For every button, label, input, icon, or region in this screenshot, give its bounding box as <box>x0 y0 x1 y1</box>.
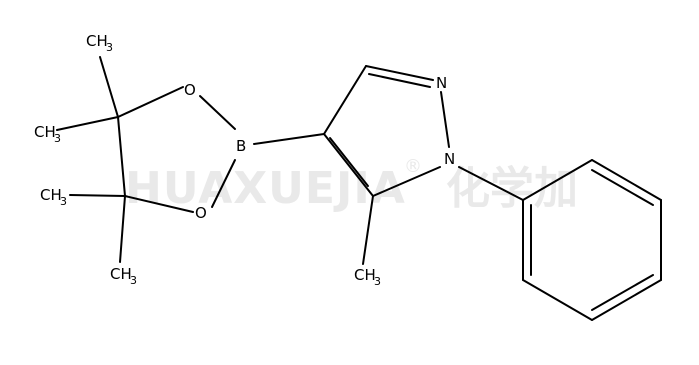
methyl-labels: CH 3 CH 3 CH 3 CH 3 CH 3 <box>34 32 381 288</box>
atom-o-top: O <box>184 81 196 99</box>
bond-c-o-bottom <box>124 195 194 213</box>
atom-boron: B <box>236 137 246 155</box>
svg-text:CH: CH <box>354 266 376 284</box>
pinacol-ring-bonds <box>117 86 236 213</box>
atom-n2: N <box>436 74 447 92</box>
bond-c-c-ring <box>117 116 126 197</box>
methyl-label-lower-left: CH 3 <box>40 186 67 208</box>
bond-b-c4 <box>253 133 325 145</box>
bond-ph-4-5 <box>591 279 662 321</box>
bond-methyl-lower-left <box>69 194 126 197</box>
bond-c4-c3 <box>323 65 367 135</box>
atom-o-bottom: O <box>195 204 207 222</box>
watermark-latin: HUAXUEJIA <box>125 163 406 214</box>
svg-text:CH: CH <box>34 123 56 141</box>
bond-o-b-top <box>199 95 236 130</box>
bond-methyl-bottom <box>119 195 126 263</box>
bond-n1-phenyl <box>458 166 524 201</box>
atom-n1: N <box>444 150 455 168</box>
svg-text:3: 3 <box>374 275 381 288</box>
bond-c3-n2 <box>365 65 434 81</box>
phenyl-ring-bonds <box>522 159 662 321</box>
svg-text:CH: CH <box>86 32 108 50</box>
methyl-label-top: CH 3 <box>86 32 113 54</box>
pinacol-methyl-bonds <box>56 56 126 263</box>
bond-c3-n2-double <box>368 73 431 88</box>
svg-text:3: 3 <box>54 132 61 145</box>
watermark: HUAXUEJIA ® 化学加 <box>125 156 578 214</box>
pyrazole-ring-bonds <box>323 65 450 197</box>
svg-text:CH: CH <box>110 265 132 283</box>
svg-text:3: 3 <box>106 41 113 54</box>
bond-ph-inner-b <box>591 274 654 311</box>
bond-c5-c4-double <box>329 137 369 187</box>
atom-labels: N N B O O <box>184 74 455 222</box>
bond-n1-c5 <box>372 166 441 197</box>
svg-text:3: 3 <box>130 274 137 287</box>
bond-c5-methyl <box>362 195 374 265</box>
bond-n2-n1 <box>440 91 450 148</box>
methyl-label-upper-left: CH 3 <box>34 123 61 145</box>
bond-o-c-top <box>117 86 184 118</box>
methyl-label-bottom: CH 3 <box>110 265 137 287</box>
watermark-registered-mark: ® <box>404 156 422 177</box>
bond-ph-1-2 <box>522 159 593 201</box>
bond-methyl-upper-left <box>56 116 119 131</box>
bond-b-o-bottom <box>211 159 236 208</box>
bond-ph-inner-a <box>591 169 654 206</box>
bond-ph-2-3 <box>591 159 662 201</box>
methyl-label-pyrazole: CH 3 <box>354 266 381 288</box>
bond-ph-5-6 <box>522 279 593 321</box>
bond-methyl-top <box>99 56 119 118</box>
svg-text:CH: CH <box>40 186 62 204</box>
bond-c5-c4 <box>323 133 374 197</box>
svg-text:3: 3 <box>60 195 67 208</box>
